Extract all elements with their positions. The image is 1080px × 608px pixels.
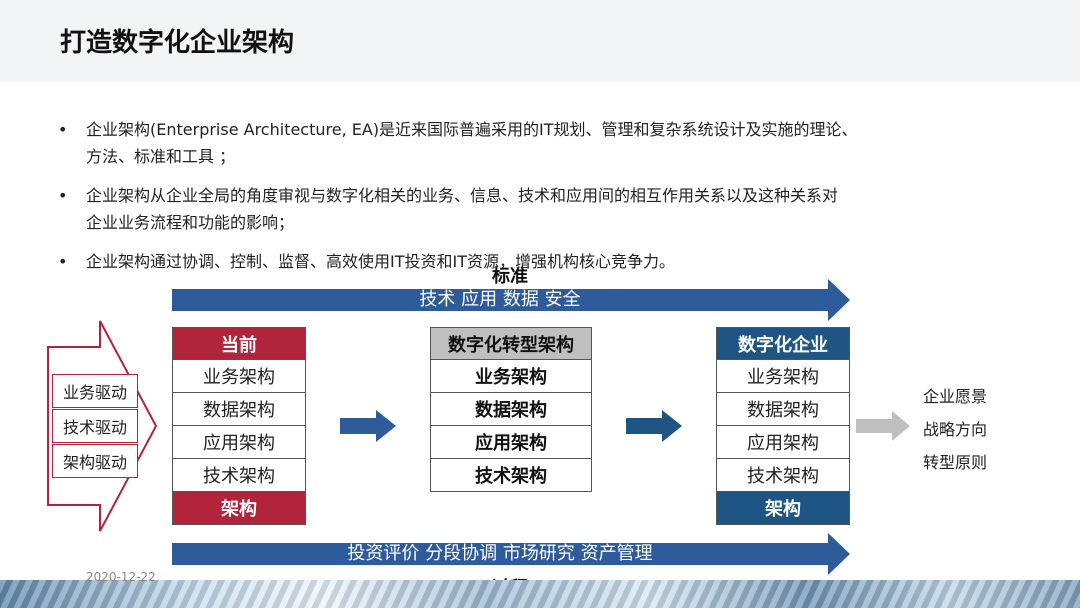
bullet-line: 企业架构从企业全局的角度审视与数字化相关的业务、信息、技术和应用间的相互作用关系… [86,186,839,205]
bullet-item: • 企业架构(Enterprise Architecture, EA)是近来国际… [58,116,1048,170]
column-item: 数据架构 [716,393,850,426]
bullet-item: • 企业架构通过协调、控制、监督、高效使用IT投资和IT资源，增强机构核心竞争力… [58,248,1048,275]
footer-building-strip [0,580,1080,608]
bullet-list: • 企业架构(Enterprise Architecture, EA)是近来国际… [58,116,1048,287]
column-head: 当前 [172,327,306,360]
bottom-band-text: 投资评价 分段协调 市场研究 资产管理 [347,543,653,564]
column-current: 当前 业务架构 数据架构 应用架构 技术架构 架构 [172,327,306,525]
driver-architecture: 架构驱动 [52,444,138,478]
bullet-line: 企业架构通过协调、控制、监督、高效使用IT投资和IT资源，增强机构核心竞争力。 [86,252,675,271]
column-item: 业务架构 [172,360,306,393]
column-item: 数据架构 [430,393,592,426]
bullet-line: 企业架构(Enterprise Architecture, EA)是近来国际普遍… [86,120,858,139]
column-foot: 架构 [716,492,850,525]
bullet-marker: • [58,252,68,271]
column-item: 应用架构 [172,426,306,459]
column-head: 数字化企业 [716,327,850,360]
column-foot: 架构 [172,492,306,525]
bullet-item: • 企业架构从企业全局的角度审视与数字化相关的业务、信息、技术和应用间的相互作用… [58,182,1048,236]
bottom-band-arrow [172,533,850,575]
column-item: 技术架构 [172,459,306,492]
column-item: 技术架构 [716,459,850,492]
column-item: 应用架构 [716,426,850,459]
driver-business: 业务驱动 [52,374,138,408]
bullet-marker: • [58,186,68,205]
column-head: 数字化转型架构 [430,327,592,360]
column-transformation: 数字化转型架构 业务架构 数据架构 应用架构 技术架构 [430,327,592,492]
top-label: 标准 [492,266,528,287]
goal-vision: 企业愿景 [922,387,987,406]
bullet-marker: • [58,120,68,139]
column-item: 技术架构 [430,459,592,492]
bullet-line: 方法、标准和工具 ； [86,147,236,166]
top-band-arrow [172,279,850,321]
flow-arrow-1 [340,410,396,442]
title-bar [0,0,1080,82]
goal-strategy: 战略方向 [922,420,987,439]
top-band-text: 技术 应用 数据 安全 [419,289,581,310]
column-item: 数据架构 [172,393,306,426]
driver-technology: 技术驱动 [52,409,138,443]
column-digital-enterprise: 数字化企业 业务架构 数据架构 应用架构 技术架构 架构 [716,327,850,525]
column-item: 应用架构 [430,426,592,459]
page-title: 打造数字化企业架构 [60,28,295,58]
column-item: 业务架构 [716,360,850,393]
goal-principles: 转型原则 [922,453,987,472]
slide-date: 2020-12-22 [86,570,156,584]
goal-arrow [856,411,910,441]
column-item: 业务架构 [430,360,592,393]
goal-list: 企业愿景 战略方向 转型原则 [903,380,1007,479]
flow-arrow-2 [626,410,682,442]
bullet-line: 企业业务流程和功能的影响； [86,213,295,232]
